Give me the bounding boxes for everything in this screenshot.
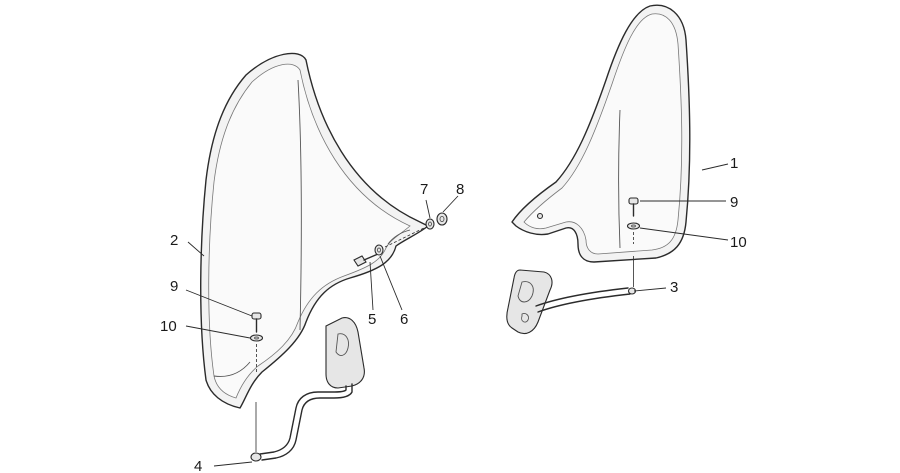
left-leg-shield xyxy=(200,52,429,409)
callout-6: 6 xyxy=(400,311,408,328)
callout-4: 4 xyxy=(194,458,202,473)
left-support-bracket xyxy=(250,317,365,462)
callout-9-right: 9 xyxy=(730,194,738,211)
callout-9-left: 9 xyxy=(170,278,178,295)
leader-lines xyxy=(185,163,729,467)
callout-8: 8 xyxy=(456,181,464,198)
right-support-bracket xyxy=(506,269,637,335)
right-leg-shield xyxy=(511,4,691,263)
center-hardware xyxy=(353,212,448,267)
callout-labels: 1 2 3 4 5 6 7 8 9 10 9 10 xyxy=(160,155,747,473)
left-screw-set xyxy=(249,312,264,452)
callout-10-left: 10 xyxy=(160,318,177,335)
right-screw-set xyxy=(626,197,641,287)
callout-10-right: 10 xyxy=(730,234,747,251)
callout-7: 7 xyxy=(420,181,428,198)
callout-2: 2 xyxy=(170,232,178,249)
callout-5: 5 xyxy=(368,311,376,328)
callout-3: 3 xyxy=(670,279,678,296)
callout-1: 1 xyxy=(730,155,738,172)
